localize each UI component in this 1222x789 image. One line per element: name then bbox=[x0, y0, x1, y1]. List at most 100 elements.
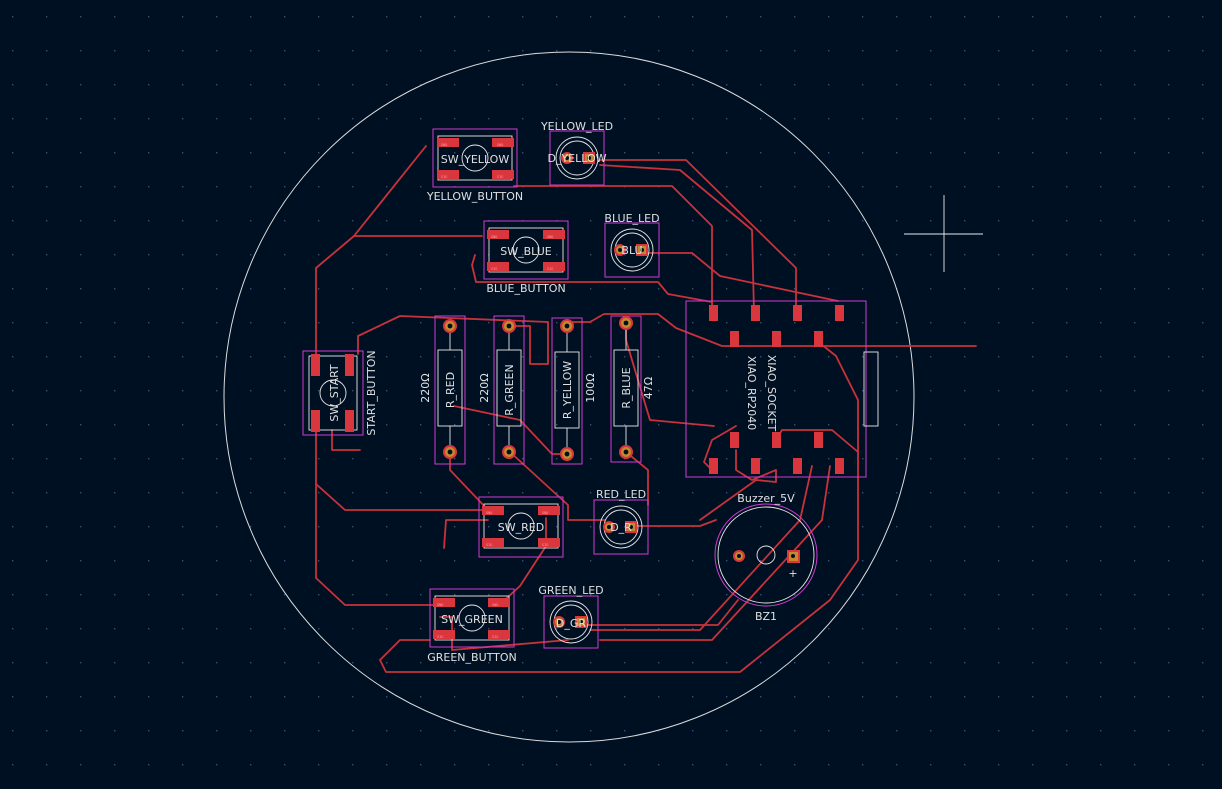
grid-dot bbox=[1066, 16, 1068, 18]
grid-dot bbox=[80, 356, 82, 358]
grid-dot bbox=[930, 764, 932, 766]
grid-dot bbox=[1134, 764, 1136, 766]
grid-dot bbox=[658, 764, 660, 766]
grid-dot bbox=[148, 390, 150, 392]
grid-dot bbox=[1202, 118, 1204, 120]
grid-dot bbox=[590, 118, 592, 120]
grid-dot bbox=[114, 730, 116, 732]
grid-dot bbox=[1168, 84, 1170, 86]
grid-dot bbox=[454, 560, 456, 562]
grid-dot bbox=[454, 390, 456, 392]
grid-dot bbox=[1202, 628, 1204, 630]
grid-dot bbox=[522, 696, 524, 698]
grid-dot bbox=[318, 594, 320, 596]
grid-dot bbox=[726, 764, 728, 766]
xiao-rp2040-value: XIAO_RP2040 bbox=[745, 356, 758, 431]
grid-dot bbox=[1066, 458, 1068, 460]
grid-dot bbox=[624, 152, 626, 154]
grid-dot bbox=[930, 628, 932, 630]
grid-dot bbox=[590, 560, 592, 562]
yellow-led-label: YELLOW_LED bbox=[540, 120, 613, 133]
grid-dot bbox=[964, 730, 966, 732]
green-led-ref: D_GR bbox=[556, 617, 586, 630]
grid-dot bbox=[624, 628, 626, 630]
grid-dot bbox=[250, 84, 252, 86]
grid-dot bbox=[828, 118, 830, 120]
grid-dot bbox=[250, 628, 252, 630]
grid-dot bbox=[896, 628, 898, 630]
grid-dot bbox=[964, 526, 966, 528]
grid-dot bbox=[930, 492, 932, 494]
grid-dot bbox=[726, 390, 728, 392]
grid-dot bbox=[80, 254, 82, 256]
grid-dot bbox=[420, 322, 422, 324]
grid-dot bbox=[556, 662, 558, 664]
grid-dot bbox=[1134, 560, 1136, 562]
grid-dot bbox=[318, 16, 320, 18]
grid-dot bbox=[386, 288, 388, 290]
grid-dot bbox=[930, 152, 932, 154]
grid-dot bbox=[182, 322, 184, 324]
grid-dot bbox=[828, 84, 830, 86]
grid-dot bbox=[624, 390, 626, 392]
grid-dot bbox=[318, 696, 320, 698]
grid-dot bbox=[760, 118, 762, 120]
grid-dot bbox=[1066, 356, 1068, 358]
grid-dot bbox=[1168, 288, 1170, 290]
grid-dot bbox=[964, 356, 966, 358]
grid-dot bbox=[182, 16, 184, 18]
grid-dot bbox=[590, 84, 592, 86]
grid-dot bbox=[114, 254, 116, 256]
grid-dot bbox=[1066, 560, 1068, 562]
grid-dot bbox=[488, 594, 490, 596]
grid-dot bbox=[454, 696, 456, 698]
grid-dot bbox=[46, 696, 48, 698]
grid-dot bbox=[318, 220, 320, 222]
grid-dot bbox=[692, 84, 694, 86]
grid-dot bbox=[12, 254, 14, 256]
grid-dot bbox=[692, 50, 694, 52]
grid-dot bbox=[352, 390, 354, 392]
grid-dot bbox=[284, 662, 286, 664]
grid-dot bbox=[658, 628, 660, 630]
grid-dot bbox=[12, 594, 14, 596]
grid-dot bbox=[556, 424, 558, 426]
grid-dot bbox=[216, 594, 218, 596]
grid-dot bbox=[1134, 84, 1136, 86]
grid-dot bbox=[556, 764, 558, 766]
grid-dot bbox=[998, 696, 1000, 698]
grid-dot bbox=[386, 118, 388, 120]
grid-dot bbox=[930, 390, 932, 392]
grid-dot bbox=[726, 254, 728, 256]
grid-dot bbox=[930, 730, 932, 732]
grid-dot bbox=[930, 288, 932, 290]
grid-dot bbox=[522, 152, 524, 154]
xiao-socket-footprint bbox=[709, 305, 879, 474]
grid-dot bbox=[692, 662, 694, 664]
grid-dot bbox=[1032, 186, 1034, 188]
grid-dot bbox=[488, 356, 490, 358]
grid-dot bbox=[488, 50, 490, 52]
grid-dot bbox=[250, 594, 252, 596]
grid-dot bbox=[80, 220, 82, 222]
grid-dot bbox=[80, 696, 82, 698]
grid-dot bbox=[216, 662, 218, 664]
grid-dot bbox=[590, 390, 592, 392]
resistor-footprints bbox=[437, 316, 639, 461]
grid-dot bbox=[488, 152, 490, 154]
grid-dot bbox=[658, 152, 660, 154]
grid-dot bbox=[284, 526, 286, 528]
grid-dot bbox=[148, 730, 150, 732]
grid-dot bbox=[386, 356, 388, 358]
grid-dot bbox=[590, 254, 592, 256]
grid-dot bbox=[1134, 424, 1136, 426]
grid-dot bbox=[998, 492, 1000, 494]
grid-dot bbox=[454, 526, 456, 528]
grid-dot bbox=[216, 560, 218, 562]
grid-dot bbox=[760, 424, 762, 426]
grid-dot bbox=[998, 186, 1000, 188]
grid-dot bbox=[522, 390, 524, 392]
grid-dot bbox=[148, 458, 150, 460]
grid-dot bbox=[420, 186, 422, 188]
